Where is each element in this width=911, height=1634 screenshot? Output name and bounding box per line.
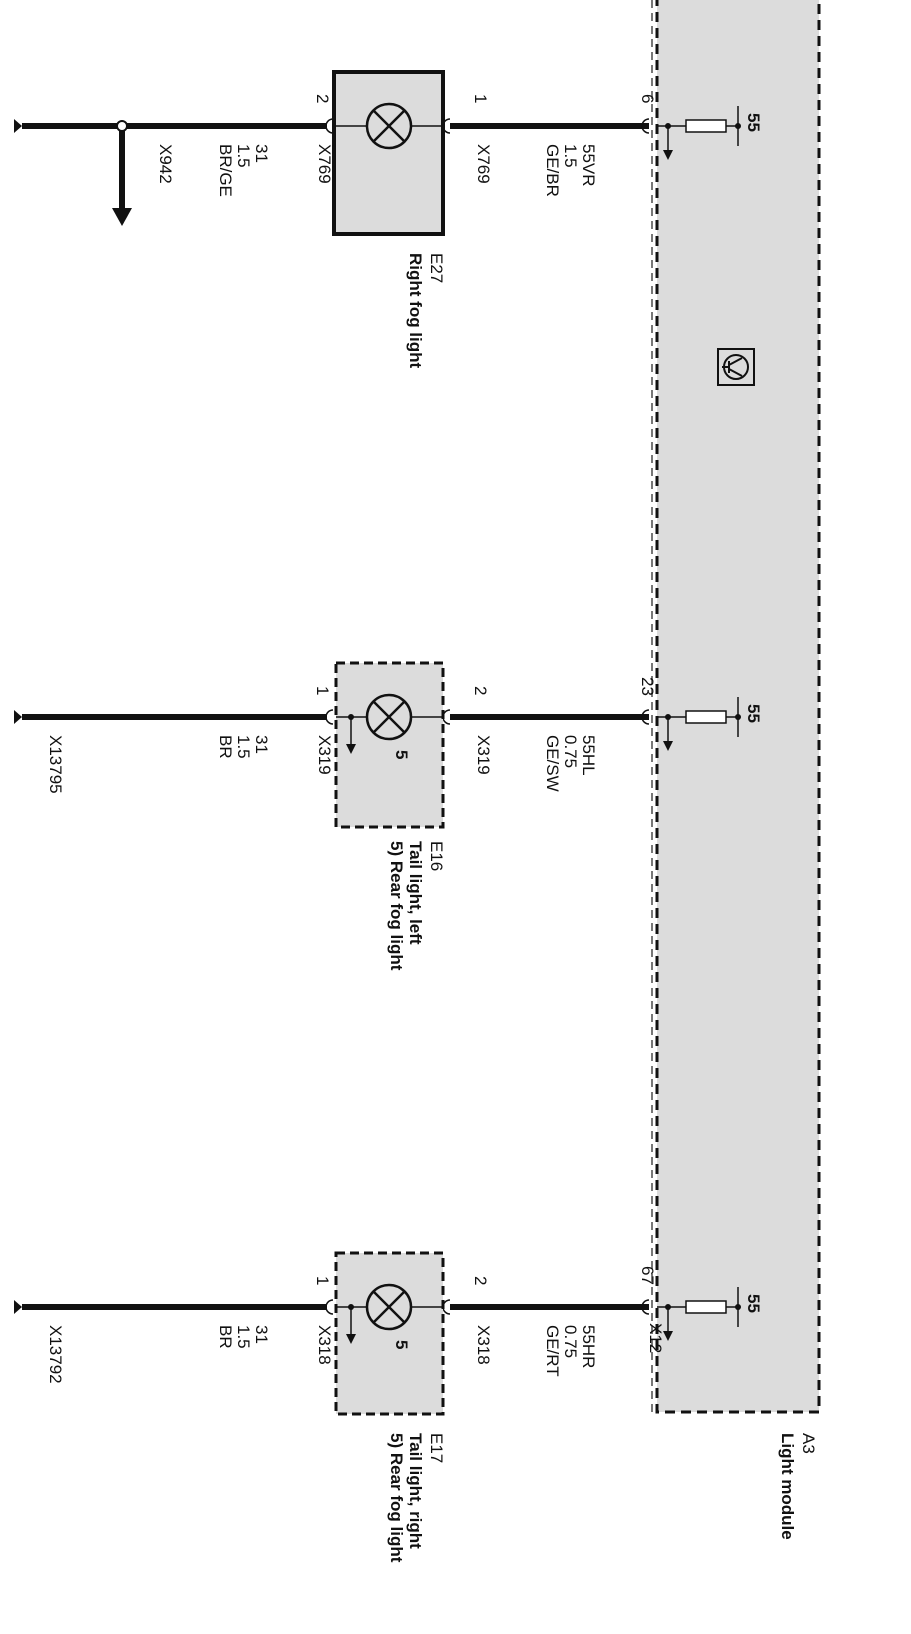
pin-module: 67 bbox=[638, 1266, 657, 1285]
wire-gnd-gauge: 1.5 bbox=[234, 1325, 253, 1349]
ground-terminal-icon bbox=[14, 119, 22, 133]
wire-gnd-id: 31 bbox=[252, 735, 271, 754]
component-id: E16 bbox=[427, 841, 446, 871]
wire-gnd-gauge: 1.5 bbox=[234, 144, 253, 168]
circuit-e27: 55 6 1 2 X769 X769 55VR 1.5 GE/BR 31 1.5… bbox=[14, 70, 763, 369]
pin-module: 23 bbox=[638, 677, 657, 696]
wire-hot-id: 55VR bbox=[579, 144, 598, 187]
pin-gnd: 2 bbox=[313, 94, 332, 103]
pin-module: 6 bbox=[638, 94, 657, 103]
resistor-label: 55 bbox=[744, 1294, 763, 1313]
wire-hot-color: GE/BR bbox=[543, 144, 562, 197]
internal-ground-icon bbox=[346, 714, 356, 754]
component-id: E17 bbox=[427, 1433, 446, 1463]
branch-label: X942 bbox=[156, 144, 175, 184]
pin-gnd: 1 bbox=[313, 1276, 332, 1285]
circuit-e16: 55 23 2 1 X319 X319 5 55HL 0.75 GE/SW 31… bbox=[14, 661, 763, 971]
pin-hot: 2 bbox=[471, 1276, 490, 1285]
wire-hot-id: 55HR bbox=[579, 1325, 598, 1368]
wire-hot-gauge: 1.5 bbox=[561, 144, 580, 168]
component-name-note: 5) Rear fog light bbox=[387, 1433, 406, 1563]
component-name: Right fog light bbox=[406, 253, 425, 369]
connector-symbol bbox=[641, 709, 650, 725]
ground-label: X13792 bbox=[46, 1325, 65, 1384]
resistor-icon bbox=[657, 1287, 741, 1341]
connector-gnd-label: X769 bbox=[315, 144, 334, 184]
circuit-e17: 55 67 2 1 X318 X318 5 55HR 0.75 GE/RT 31… bbox=[14, 1251, 763, 1563]
component-name-note: 5) Rear fog light bbox=[387, 841, 406, 971]
component-e17-box bbox=[334, 1251, 445, 1416]
ground-terminal-icon bbox=[14, 710, 22, 724]
connector-symbol bbox=[641, 1299, 650, 1315]
pin-hot: 2 bbox=[471, 686, 490, 695]
resistor-label: 55 bbox=[744, 704, 763, 723]
internal-ground-icon bbox=[346, 1304, 356, 1344]
connector-symbol bbox=[325, 118, 334, 134]
component-marker: 5 bbox=[392, 1340, 411, 1349]
connector-symbol bbox=[325, 709, 334, 725]
component-name: Tail light, left bbox=[406, 841, 425, 945]
module-id: A3 bbox=[799, 1433, 818, 1454]
wire-hot-color: GE/RT bbox=[543, 1325, 562, 1377]
wire-gnd-id: 31 bbox=[252, 144, 271, 163]
component-marker: 5 bbox=[392, 750, 411, 759]
wire-gnd-color: BR bbox=[216, 735, 235, 759]
pin-hot: 1 bbox=[471, 94, 490, 103]
branch-junction bbox=[116, 120, 128, 132]
wire-gnd-color: BR/GE bbox=[216, 144, 235, 197]
wire-gnd-gauge: 1.5 bbox=[234, 735, 253, 759]
wire-hot-gauge: 0.75 bbox=[561, 1325, 580, 1358]
wire-hot-id: 55HL bbox=[579, 735, 598, 776]
wire-gnd-id: 31 bbox=[252, 1325, 271, 1344]
module-connector-label: X12 bbox=[646, 1323, 665, 1353]
resistor-label: 55 bbox=[744, 113, 763, 132]
ground-label: X13795 bbox=[46, 735, 65, 794]
wire-hot-color: GE/SW bbox=[543, 735, 562, 792]
pin-gnd: 1 bbox=[313, 686, 332, 695]
connector-hot-label: X318 bbox=[474, 1325, 493, 1365]
lamp-icon bbox=[365, 693, 413, 741]
resistor-icon bbox=[657, 697, 741, 751]
light-module: A3 Light module X12 bbox=[646, 0, 821, 1540]
module-name: Light module bbox=[778, 1433, 797, 1540]
connector-hot-label: X769 bbox=[474, 144, 493, 184]
connector-symbol bbox=[641, 118, 650, 134]
resistor-icon bbox=[657, 106, 741, 160]
component-name: Tail light, right bbox=[406, 1433, 425, 1549]
connector-gnd-label: X318 bbox=[315, 1325, 334, 1365]
component-id: E27 bbox=[427, 253, 446, 283]
transistor-icon bbox=[717, 348, 755, 386]
component-e16-box bbox=[334, 661, 445, 829]
connector-symbol bbox=[325, 1299, 334, 1315]
lamp-icon bbox=[365, 102, 413, 150]
wire-gnd-color: BR bbox=[216, 1325, 235, 1349]
component-e27-box bbox=[332, 70, 445, 236]
wire-hot-gauge: 0.75 bbox=[561, 735, 580, 768]
connector-gnd-label: X319 bbox=[315, 735, 334, 775]
branch-arrow-icon bbox=[112, 208, 132, 226]
ground-terminal-icon bbox=[14, 1300, 22, 1314]
connector-hot-label: X319 bbox=[474, 735, 493, 775]
lamp-icon bbox=[365, 1283, 413, 1331]
